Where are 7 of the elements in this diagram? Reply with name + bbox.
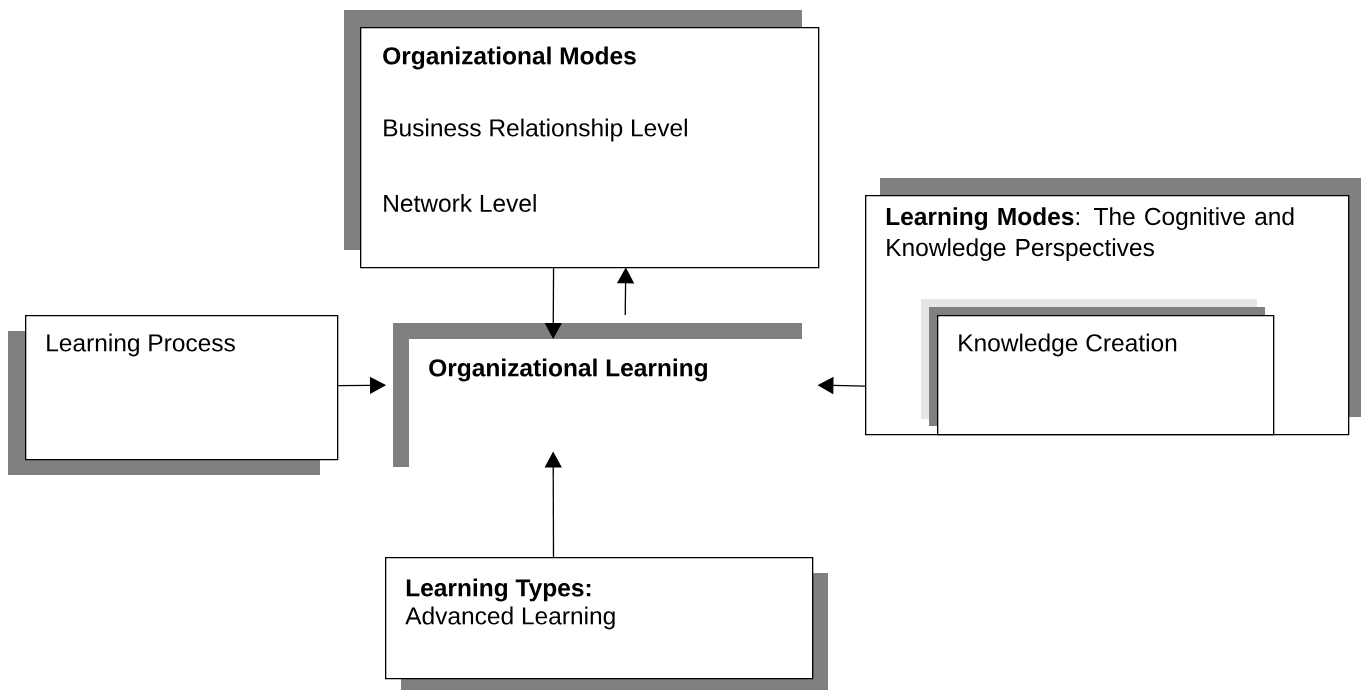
process-box: Learning Process — [8, 315, 339, 475]
node-label: Organizational Learning — [429, 358, 707, 382]
process-box: Organizational Modes Business Relationship Level Network Level — [344, 10, 820, 269]
process-box: Knowledge Creation — [921, 299, 1275, 436]
concept-panel: Organizational Learning — [393, 323, 802, 467]
arrow — [337, 376, 386, 394]
process-box: Learning Types: Advanced Learning — [385, 557, 828, 690]
